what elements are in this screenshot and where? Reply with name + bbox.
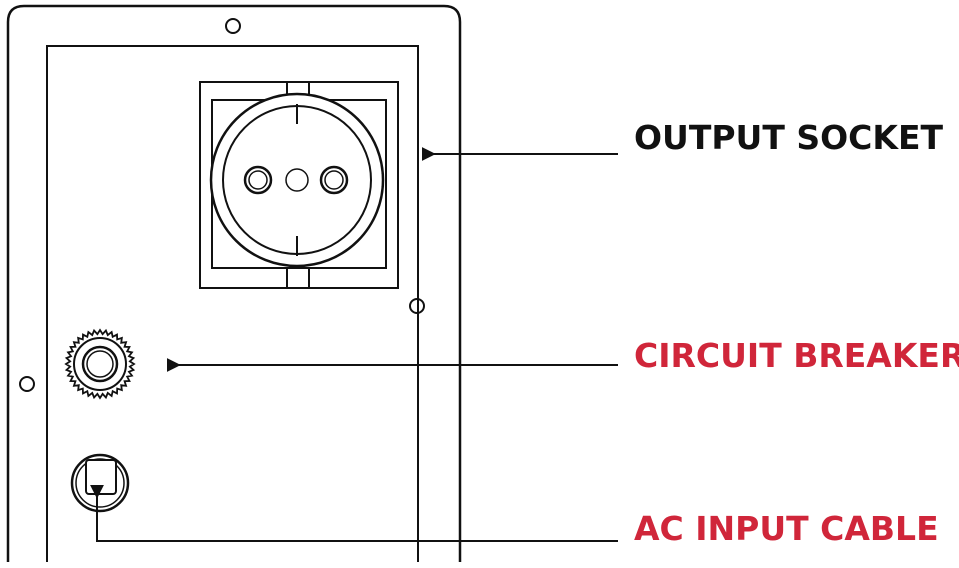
screw-left	[19, 376, 35, 392]
circuit-breaker	[64, 328, 136, 400]
output-socket	[199, 81, 399, 289]
housing-outline	[6, 4, 462, 562]
inner-panel	[46, 45, 419, 562]
ac-input-cable	[70, 453, 130, 513]
screw-right	[409, 298, 425, 314]
label-ac-input-cable: AC INPUT CABLE	[634, 509, 939, 548]
screw-top	[225, 18, 241, 34]
label-output-socket: OUTPUT SOCKET	[634, 118, 944, 157]
leader-ac-input-cable	[90, 484, 618, 542]
label-circuit-breaker: CIRCUIT BREAKER	[634, 336, 959, 375]
